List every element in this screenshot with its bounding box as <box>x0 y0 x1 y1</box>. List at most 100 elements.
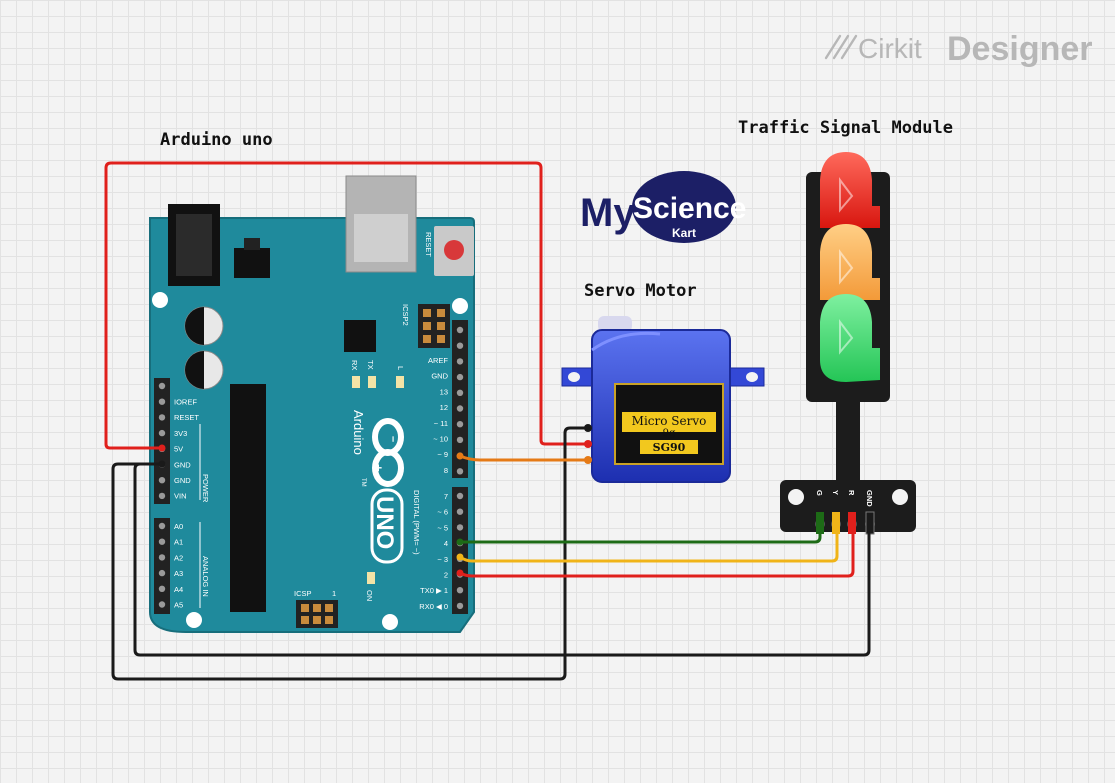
svg-text:–: – <box>387 436 399 442</box>
digital-pin-label: 4 <box>444 539 448 548</box>
header-pin-dbot-7[interactable] <box>456 602 464 610</box>
header-pin-analog-0[interactable] <box>158 522 166 530</box>
digital-pin-label: ~ 6 <box>437 508 448 517</box>
digital-pin-label: 13 <box>440 387 448 396</box>
digital-group-label: DIGITAL (PWM= ~) <box>412 490 421 555</box>
header-pin-dbot-6[interactable] <box>456 587 464 594</box>
power-pin-label: 5V <box>174 445 183 454</box>
header-pin-dtop-1[interactable] <box>456 342 464 349</box>
red-led <box>820 152 880 228</box>
analog-group-label: ANALOG IN <box>201 556 210 597</box>
header-pin-power-2[interactable] <box>158 414 166 421</box>
arduino-brand: Arduino <box>351 410 366 455</box>
header-pin-analog-1[interactable] <box>158 538 166 545</box>
header-pin-analog-2[interactable] <box>158 554 166 561</box>
header-pin-dtop-5[interactable] <box>456 405 464 412</box>
digital-pin-label: 2 <box>444 571 448 580</box>
header-pin-dtop-2[interactable] <box>456 358 464 365</box>
watermark: Cirkit Designer <box>824 30 1093 68</box>
power-pin-label: IOREF <box>174 398 197 407</box>
wire-pin9-servo <box>459 454 588 462</box>
digital-pin-label: ~ 11 <box>434 419 448 428</box>
traffic-label: Traffic Signal Module <box>738 118 953 138</box>
arduino-label: Arduino uno <box>160 130 273 150</box>
digital-pin-label: 12 <box>440 403 448 412</box>
header-pin-dtop-6[interactable] <box>456 421 464 428</box>
header-pin-power-0[interactable] <box>158 382 166 390</box>
digital-pin-label: ~ 9 <box>437 450 448 459</box>
analog-pin-label: A5 <box>174 601 183 610</box>
reset-button[interactable] <box>444 240 464 260</box>
power-pin-label: VIN <box>174 492 187 501</box>
servo-label: Servo Motor <box>584 281 697 301</box>
header-pin-power-6[interactable] <box>158 477 166 484</box>
digital-pin-label: ~ 3 <box>437 555 448 564</box>
wire-pin3-yellow <box>459 526 839 563</box>
header-pin-analog-4[interactable] <box>158 585 166 592</box>
icsp-label: ICSP <box>294 589 312 598</box>
digital-pin-label: 7 <box>444 492 448 501</box>
wire-gnd-traffic <box>133 462 871 657</box>
servo-text-line1: Micro Servo <box>632 414 707 428</box>
analog-pin-label: A0 <box>174 522 183 531</box>
watermark-prefix: Cirkit <box>858 33 922 64</box>
l-led-label: L <box>396 366 405 370</box>
digital-pin-label: GND <box>431 372 448 381</box>
power-pin-label: GND <box>174 476 191 485</box>
header-pin-power-7[interactable] <box>158 492 166 500</box>
digital-pin-label: 8 <box>444 466 448 475</box>
analog-header <box>154 518 170 614</box>
uno-logo: UNO <box>371 496 398 549</box>
traffic-pin-label: Y <box>831 490 840 495</box>
logo-science: Science <box>633 192 746 225</box>
green-led <box>820 294 880 382</box>
header-pin-dtop-4[interactable] <box>456 389 464 396</box>
analog-pin-label: A4 <box>174 585 183 594</box>
arduino-logo-icon <box>372 418 404 487</box>
tx-label: TX <box>366 360 375 370</box>
header-pin-power-3[interactable] <box>158 429 166 437</box>
power-group-label: POWER <box>201 474 210 503</box>
digital-header-top <box>452 320 468 478</box>
servo-motor[interactable]: Micro Servo 9g SG90 <box>561 316 765 483</box>
digital-pin-label: ~ 5 <box>437 523 448 532</box>
header-pin-analog-3[interactable] <box>158 569 166 577</box>
header-pin-analog-5[interactable] <box>158 601 166 608</box>
traffic-pin-label: R <box>847 490 856 496</box>
svg-text:+: + <box>371 464 386 472</box>
wire-pin4-green <box>460 526 822 544</box>
wire-gnd-servo <box>111 426 588 681</box>
analog-pin-label: A1 <box>174 538 183 547</box>
digital-pin-label: RX0 ◀ 0 <box>419 602 448 611</box>
logo-kart: Kart <box>672 226 696 240</box>
analog-pin-label: A2 <box>174 553 183 562</box>
digital-header-bottom <box>452 487 468 614</box>
icsp-header <box>296 600 338 628</box>
wires <box>104 161 871 681</box>
header-pin-dtop-7[interactable] <box>456 436 464 444</box>
svg-text:1: 1 <box>332 589 336 598</box>
logo-my: My <box>580 191 636 235</box>
header-pin-dtop-0[interactable] <box>456 326 464 334</box>
header-pin-dbot-0[interactable] <box>456 492 464 500</box>
header-pin-power-1[interactable] <box>158 398 166 405</box>
header-pin-dbot-2[interactable] <box>456 524 464 531</box>
wire-pin2-red <box>459 526 855 578</box>
yellow-led <box>820 224 880 300</box>
wire-5v-servo <box>104 161 588 450</box>
capacitor <box>184 306 224 390</box>
digital-pin-label: AREF <box>428 356 448 365</box>
header-pin-dtop-3[interactable] <box>456 373 464 381</box>
microcontroller-chip <box>230 384 266 612</box>
myscience-logo: My Science Kart <box>580 171 746 243</box>
arduino-uno-board[interactable]: RESET ICSP2 RX TX L + <box>149 175 475 633</box>
header-pin-dbot-1[interactable] <box>456 508 464 515</box>
header-pin-dtop-9[interactable] <box>456 468 464 475</box>
icsp2-header <box>418 304 450 348</box>
power-pin-label: GND <box>174 460 191 469</box>
digital-pin-label: ~ 10 <box>433 435 448 444</box>
